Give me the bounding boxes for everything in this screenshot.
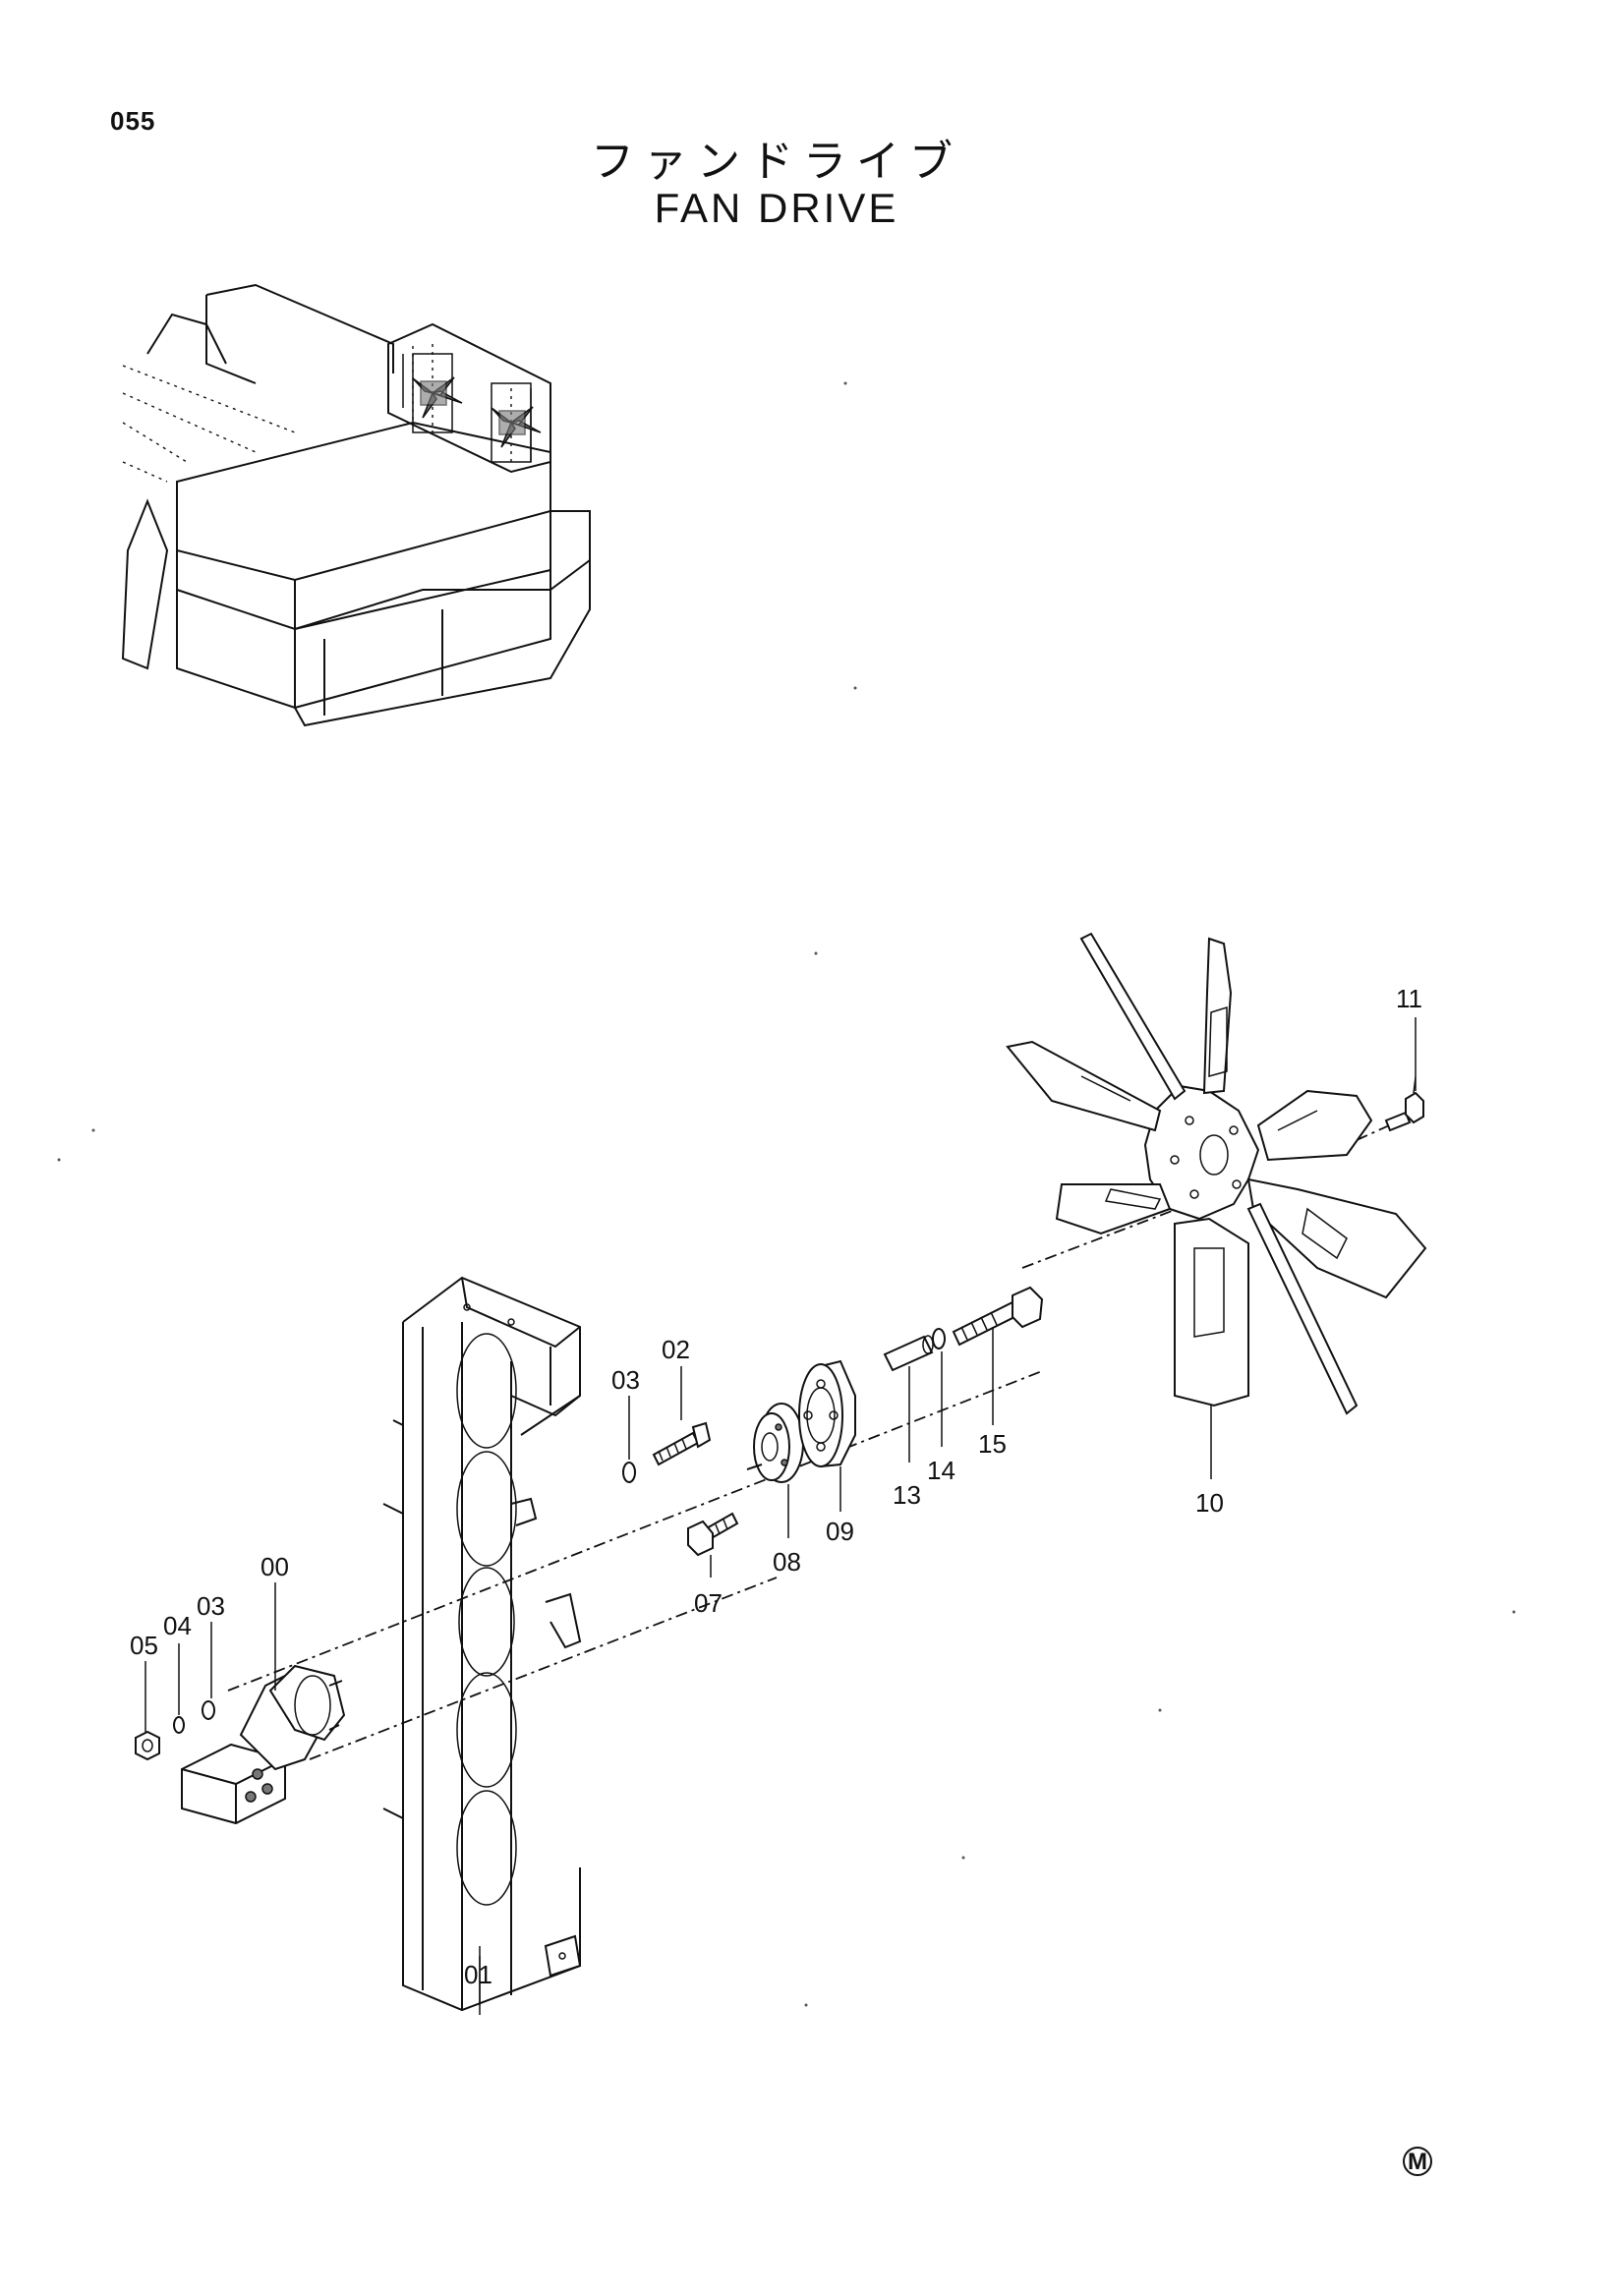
part-08-hub xyxy=(746,1403,804,1483)
callout-02: 02 xyxy=(662,1335,690,1364)
callout-13: 13 xyxy=(893,1480,921,1510)
fan-icon-left xyxy=(412,353,463,433)
part-04-lockwasher xyxy=(173,1716,185,1734)
part-03-washer-right xyxy=(622,1462,636,1483)
part-14-washer xyxy=(932,1328,946,1349)
centerline-lower xyxy=(309,1577,778,1760)
m-mark: M xyxy=(1403,2147,1432,2176)
part-02-bolt xyxy=(652,1421,712,1466)
part-01-bracket xyxy=(382,1276,582,2015)
part-15-bolt xyxy=(952,1286,1044,1347)
part-09-spacer xyxy=(798,1359,856,1468)
callout-00: 00 xyxy=(260,1552,289,1581)
callout-15: 15 xyxy=(978,1429,1007,1459)
part-05-nut xyxy=(135,1730,160,1761)
leader-lines xyxy=(145,1017,1417,2005)
callout-14: 14 xyxy=(927,1456,955,1485)
callout-09: 09 xyxy=(826,1517,854,1546)
callout-07: 07 xyxy=(694,1588,723,1618)
callout-11: 11 xyxy=(1396,984,1422,1013)
part-07-bolt xyxy=(687,1512,739,1557)
callout-01: 01 xyxy=(464,1960,492,1989)
m-mark-letter: M xyxy=(1408,2149,1427,2175)
part-10-fan xyxy=(1006,932,1427,1445)
callout-03-left: 03 xyxy=(197,1591,225,1621)
callout-08: 08 xyxy=(773,1547,801,1577)
callout-03-right: 03 xyxy=(611,1365,640,1395)
callout-10: 10 xyxy=(1195,1488,1224,1518)
scan-specks xyxy=(57,381,1516,2007)
machine-location-view xyxy=(121,283,591,727)
callout-04: 04 xyxy=(163,1611,192,1640)
page-number: 055 xyxy=(110,106,156,136)
centerline-upper xyxy=(227,1370,1043,1692)
part-00-motor xyxy=(181,1664,346,1825)
part-03-washer-left xyxy=(202,1700,215,1720)
part-11-bolt xyxy=(1384,1076,1424,1132)
title-english: FAN DRIVE xyxy=(654,185,899,231)
part-13-sleeve xyxy=(883,1335,934,1372)
callout-05: 05 xyxy=(130,1631,158,1660)
title-japanese: ファンドライブ xyxy=(591,137,962,187)
fan-icon-right xyxy=(491,382,542,463)
